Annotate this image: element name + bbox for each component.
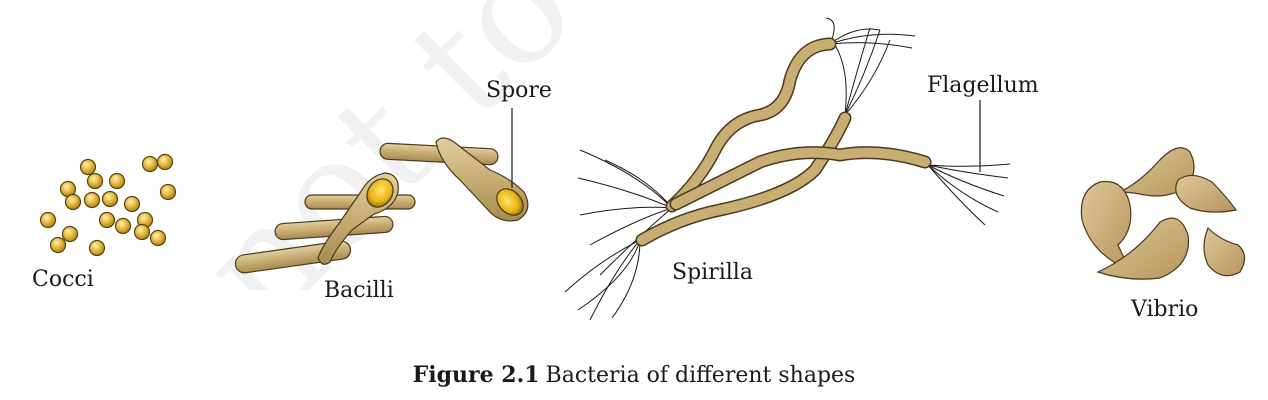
- spirilla-group: [564, 17, 1011, 321]
- coccus: [98, 211, 116, 229]
- label-bacilli: Bacilli: [324, 278, 394, 303]
- bacilli-group: [234, 137, 529, 274]
- vibrio-cell: [1175, 174, 1238, 213]
- coccus: [156, 153, 174, 171]
- coccus: [108, 172, 126, 190]
- coccus: [64, 193, 82, 211]
- spore: [496, 188, 524, 216]
- spirillum: [671, 147, 930, 209]
- coccus: [149, 229, 167, 247]
- label-vibrio: Vibrio: [1131, 297, 1199, 322]
- cocci-group: [39, 153, 177, 257]
- coccus: [88, 239, 106, 257]
- coccus: [49, 236, 67, 254]
- label-spirilla: Spirilla: [672, 260, 753, 285]
- coccus: [141, 155, 159, 173]
- coccus: [133, 223, 151, 241]
- figure-title: Bacteria of different shapes: [545, 363, 856, 388]
- coccus: [123, 195, 141, 213]
- vibrio-cell: [1203, 226, 1246, 277]
- coccus: [61, 225, 79, 243]
- coccus: [39, 211, 57, 229]
- label-spore: Spore: [486, 78, 552, 103]
- vibrio-cell: [1080, 180, 1132, 272]
- coccus: [83, 191, 101, 209]
- flagella-tuft-top: [825, 17, 916, 116]
- coccus: [79, 158, 97, 176]
- spirillum: [667, 39, 835, 211]
- coccus: [159, 183, 177, 201]
- coccus: [101, 190, 119, 208]
- spore: [366, 178, 394, 208]
- label-flagellum: Flagellum: [927, 73, 1039, 98]
- figure-number: Figure 2.1: [412, 362, 540, 388]
- coccus: [86, 172, 104, 190]
- flagella-tuft-right: [927, 163, 1011, 226]
- vibrio-group: [1080, 147, 1246, 280]
- label-cocci: Cocci: [32, 267, 94, 292]
- vibrio-cell: [1119, 147, 1195, 197]
- coccus: [114, 217, 132, 235]
- flagella-tuft-left: [564, 149, 673, 321]
- spirillum-bodies: [635, 37, 932, 247]
- vibrio-cell: [1096, 217, 1190, 280]
